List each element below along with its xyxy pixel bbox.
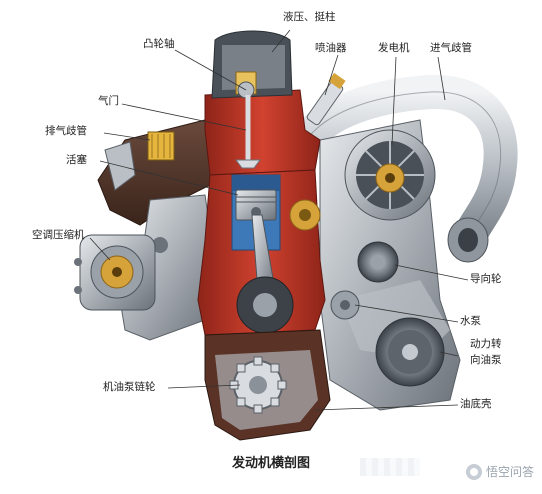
power-steering-pump <box>375 317 445 387</box>
watermark-logo-icon <box>465 463 482 480</box>
alternator-unit <box>344 129 436 221</box>
label-water-pump: 水泵 <box>460 315 481 327</box>
watermark: 悟空问答 <box>465 463 534 480</box>
label-valve: 气门 <box>98 95 119 107</box>
cylinder-head <box>204 30 321 176</box>
label-piston: 活塞 <box>66 154 87 166</box>
label-injector: 喷油器 <box>315 42 347 54</box>
idler-pulley <box>357 241 399 283</box>
label-intake-manifold: 进气歧管 <box>430 42 472 54</box>
watermark-text: 悟空问答 <box>485 465 534 479</box>
label-ac-compressor: 空调压缩机 <box>32 229 85 241</box>
label-alternator: 发电机 <box>378 42 410 54</box>
label-idler-pulley: 导向轮 <box>470 273 502 285</box>
fuel-injector <box>306 72 346 126</box>
intake-manifold <box>283 74 518 263</box>
exhaust-manifold <box>97 119 216 226</box>
label-exhaust-manifold: 排气歧管 <box>45 125 87 137</box>
engine-block <box>197 169 326 336</box>
label-oil-pump-sprocket: 机油泵链轮 <box>103 381 156 393</box>
valve-stem <box>235 95 261 169</box>
water-pump-unit <box>330 290 360 320</box>
label-hydraulic-tappet: 液压、挺柱 <box>283 11 336 23</box>
leader-lines <box>89 29 469 411</box>
label-power-steering-pump-1: 动力转 <box>470 338 502 350</box>
blurred-mark <box>360 458 420 476</box>
label-oil-pan: 油底壳 <box>460 398 492 410</box>
diagram-caption: 发动机横剖图 <box>231 456 310 471</box>
ac-compressor-unit <box>74 234 156 311</box>
label-power-steering-pump-2: 向油泵 <box>470 354 502 366</box>
label-camshaft: 凸轮轴 <box>143 38 175 50</box>
